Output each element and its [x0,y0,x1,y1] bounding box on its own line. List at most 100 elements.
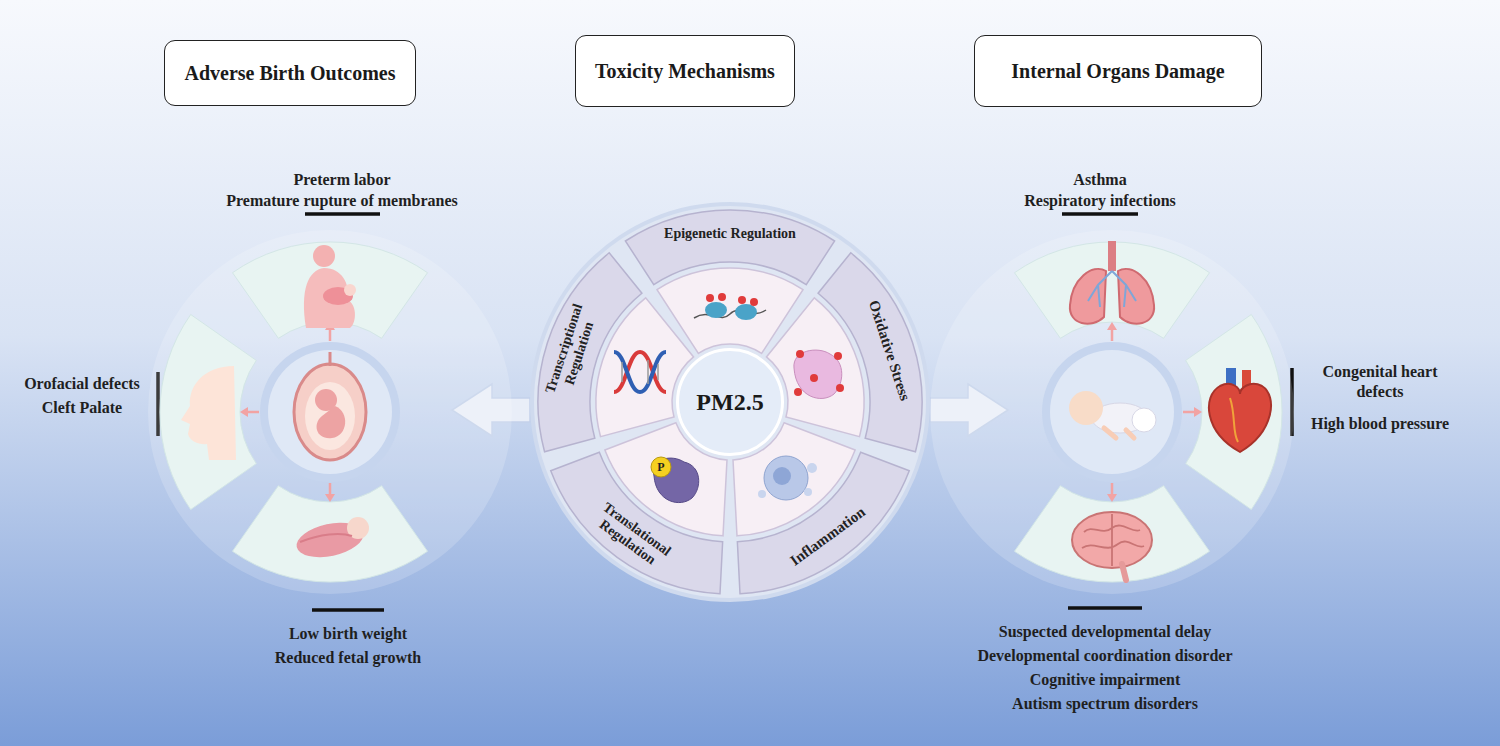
wheel-right [1042,342,1182,482]
lungs-icon [1070,269,1106,324]
fetus-icon [294,352,366,460]
lungs-icon [1118,269,1154,324]
wheel-right [930,230,1294,594]
mechanism-label: Transcriptional Regulation [539,290,606,412]
wheel-right [1050,350,1174,474]
section-header-box: Adverse Birth Outcomes [164,40,415,106]
baby-icon [1069,391,1103,425]
oxidative-cell-icon [796,350,804,358]
face-profile-icon [181,366,236,460]
mechanism-label: Oxidative Stress [864,298,913,403]
wheel-left [233,242,428,338]
mechanism-wheel [534,206,926,598]
mechanism-band: Inflammation [771,492,886,582]
inflammation-cell-icon [807,463,817,473]
outcome-label: Orofacial defects [24,374,140,394]
mechanism-band: Epigenetic Regulation [630,226,830,242]
oxidative-cell-icon [794,350,844,398]
section-header-box: Toxicity Mechanisms [575,35,795,107]
inflammation-cell-icon [773,467,791,485]
nucleosome-icon [750,298,758,306]
baby-icon [1069,391,1156,438]
dna-icon [614,352,666,392]
bracket-bar [312,608,384,612]
oxidative-cell-icon [794,388,802,396]
outcome-label: Low birth weight [289,624,407,644]
outcome-label: Preterm labor [294,170,391,190]
oxidative-cell-icon [834,352,842,360]
pollutant-label: PM2.5 [696,389,763,416]
mechanism-band: Oxidative Stress [854,267,923,434]
header-text: Adverse Birth Outcomes [184,62,395,85]
section-header-box: Internal Organs Damage [974,35,1262,107]
dna-icon [614,352,666,392]
wheel-left [268,350,392,474]
nucleosome-icon [738,296,746,304]
fetus-icon [317,406,346,438]
lungs-icon [1088,271,1136,307]
nucleosome-icon [706,294,714,302]
wheel-right [930,230,1294,594]
wheel-right [1183,407,1202,417]
center-circle: PM2.5 [676,348,784,456]
mechanism-band: Transcriptional Regulation [539,290,606,412]
wheel-left [260,342,400,482]
dna-icon [614,352,666,392]
oxidative-cell-icon [810,374,818,382]
outcome-label: Developmental coordination disorder [977,646,1232,666]
fetus-icon [294,364,366,460]
mechanism-wheel [515,202,945,619]
protein-icon [651,457,699,503]
wheel-right [1107,322,1117,341]
outcome-label: Cognitive impairment [1030,670,1181,690]
mother-child-icon [344,284,356,296]
mother-child-icon [304,268,355,328]
mother-child-icon [304,245,356,328]
baby-icon [1104,428,1134,438]
bracket-bar [1068,606,1142,610]
swaddled-baby-icon [300,534,352,542]
bracket-bar [305,212,380,216]
wheel-left [240,407,259,417]
outcome-label: Congenital heart defects [1298,362,1463,402]
heart-icon [1230,398,1238,442]
fetus-icon [329,352,332,366]
brain-icon [1072,512,1152,568]
bracket-bar [1062,212,1138,216]
mechanism-band: Translational Regulation [579,492,685,582]
mechanism-label: Translational Regulation [579,492,685,582]
protein-icon [651,457,671,477]
inflammation-cell-icon [758,456,817,500]
outcome-label: Reduced fetal growth [275,648,421,668]
header-text: Internal Organs Damage [1011,60,1224,83]
oxidative-cell-icon [836,384,844,392]
nucleosome-icon [718,293,726,301]
outcome-label: Autism spectrum disorders [1012,694,1198,714]
brain-icon [1082,514,1144,566]
swaddled-baby-icon [293,517,369,563]
oxidative-cell-icon [794,350,842,398]
header-text: Toxicity Mechanisms [595,60,775,83]
outcome-label: Cleft Palate [42,398,122,418]
protein-icon [654,458,699,503]
heart-icon [1209,384,1271,452]
nucleosome-icon [705,302,727,318]
mechanism-label: Inflammation [787,504,869,570]
lungs-icon [1070,241,1154,324]
inflammation-cell-icon [764,456,808,500]
wheel-right [1107,483,1117,502]
inflammation-cell-icon [804,488,812,496]
baby-icon [1132,408,1156,432]
dna-icon [622,360,658,384]
wheel-left [325,483,335,502]
mother-child-icon [313,245,335,267]
brain-icon [1072,512,1152,580]
outcome-label: Asthma [1073,170,1126,190]
face-profile-icon [181,366,236,460]
nucleosome-icon [735,304,757,320]
wheel-left [148,230,512,594]
inflammation-cell-icon [758,490,766,498]
